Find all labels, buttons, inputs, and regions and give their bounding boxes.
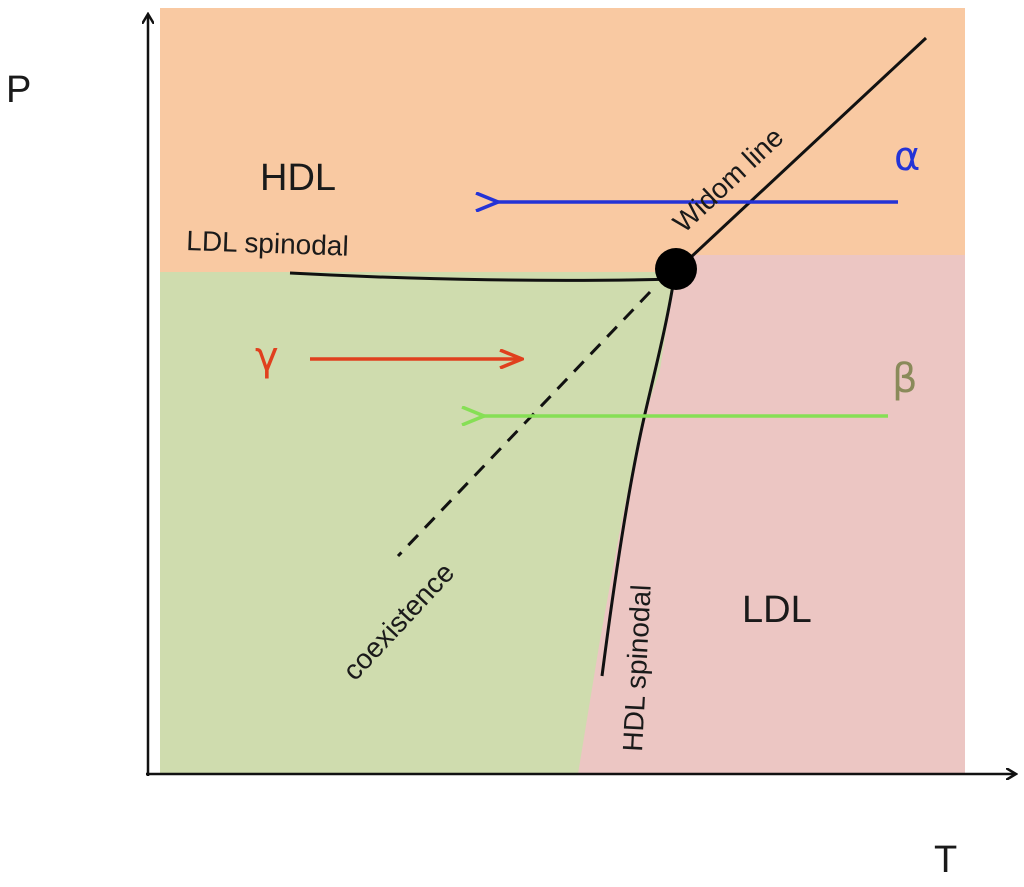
beta-label: β: [892, 356, 918, 402]
ldl-region-label: LDL: [742, 589, 812, 631]
hdl-region-label: HDL: [260, 157, 336, 199]
x-axis-label: T: [934, 839, 957, 881]
y-axis-label: P: [6, 69, 31, 111]
coexistence-region: [160, 272, 675, 774]
critical-point: [655, 248, 697, 290]
hdl-region: [160, 8, 965, 272]
gamma-label: γ: [255, 334, 279, 380]
ldl-spinodal-curve: [289, 271, 676, 282]
alpha-label: α: [894, 134, 920, 180]
coexistence-curve: [396, 290, 652, 558]
hdl-spinodal-curve: [600, 271, 677, 677]
ldl-spinodal-label: LDL spinodal: [186, 225, 349, 262]
widom-line-curve: [673, 36, 928, 274]
